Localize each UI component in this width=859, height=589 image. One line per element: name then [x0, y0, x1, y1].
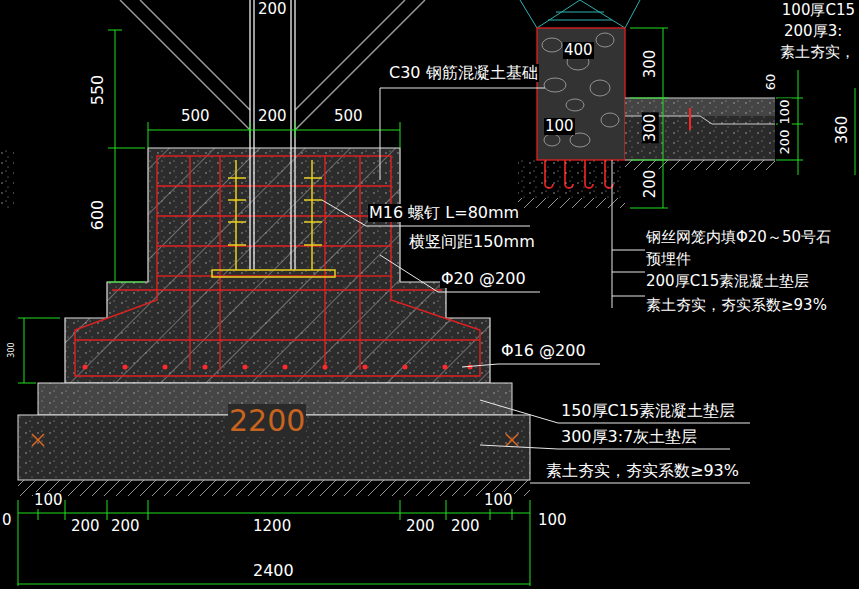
drawing-label: 2400 — [252, 562, 295, 580]
drawing-label: 500 — [180, 108, 211, 125]
steel-column — [250, 0, 295, 270]
drawing-label: 200 — [450, 518, 481, 535]
drawing-label: 600 — [89, 199, 107, 232]
drawing-label: 60 — [764, 73, 778, 92]
drawing-label: 200 — [405, 518, 436, 535]
rebar — [75, 156, 480, 376]
drawing-label: 钢丝网笼内填Φ20～50号石 — [645, 229, 832, 246]
drawing-label: 100 — [544, 118, 575, 135]
drawing-label: 100 — [778, 99, 792, 126]
drawing-label: 100厚C15 — [781, 2, 856, 19]
drawing-label: M16 螺钉 L=80mm — [368, 204, 520, 222]
drawing-label: 200 — [257, 1, 288, 18]
drawing-label: 200厚C15素混凝土垫层 — [645, 273, 810, 290]
dimension-line — [18, 28, 855, 586]
drawing-label: 200 — [257, 108, 288, 125]
drawing-label: 500 — [333, 108, 364, 125]
drawing-label: 2200 — [228, 404, 306, 437]
drawing-label: Φ16 @200 — [500, 342, 587, 360]
drawing-label: 素土夯实，夯实系数≥93% — [645, 297, 828, 314]
drawing-label: 300 — [642, 113, 659, 144]
drawing-label: 360 — [834, 115, 851, 146]
drawing-label: 1200 — [252, 518, 292, 535]
drawing-label: 200厚3: — [783, 23, 843, 40]
brace — [120, 0, 425, 130]
drawing-label: C30 钢筋混凝土基础 — [388, 64, 539, 82]
drawing-label: 0 — [1, 512, 13, 529]
drawing-label: 200 — [642, 169, 659, 200]
drawing-label: 素土夯实，夯实系数≥93% — [545, 462, 740, 480]
drawing-label: 200 — [70, 518, 101, 535]
drawing-label: 200 — [778, 129, 792, 156]
drawing-label: 300 — [642, 49, 659, 80]
drawing-label: 200 — [110, 518, 141, 535]
drawing-label: Φ20 @200 — [440, 270, 527, 288]
drawing-label: 300 — [8, 341, 17, 358]
drawing-label: 550 — [89, 74, 107, 107]
drawing-label: 素土夯实， — [779, 44, 856, 61]
anchor-plate — [212, 160, 335, 277]
drawing-label: 横竖间距150mm — [408, 233, 536, 251]
drawing-label: 100 — [483, 492, 514, 509]
drawing-label: 300厚3:7灰土垫层 — [560, 428, 698, 446]
drawing-label: 预埋件 — [645, 251, 692, 268]
drawing-label: 100 — [537, 512, 568, 529]
drawing-label: 150厚C15素混凝土垫层 — [560, 402, 736, 420]
drawing-label: 400 — [563, 42, 594, 59]
drawing-label: 100 — [33, 492, 64, 509]
rebar-dot — [83, 365, 473, 370]
